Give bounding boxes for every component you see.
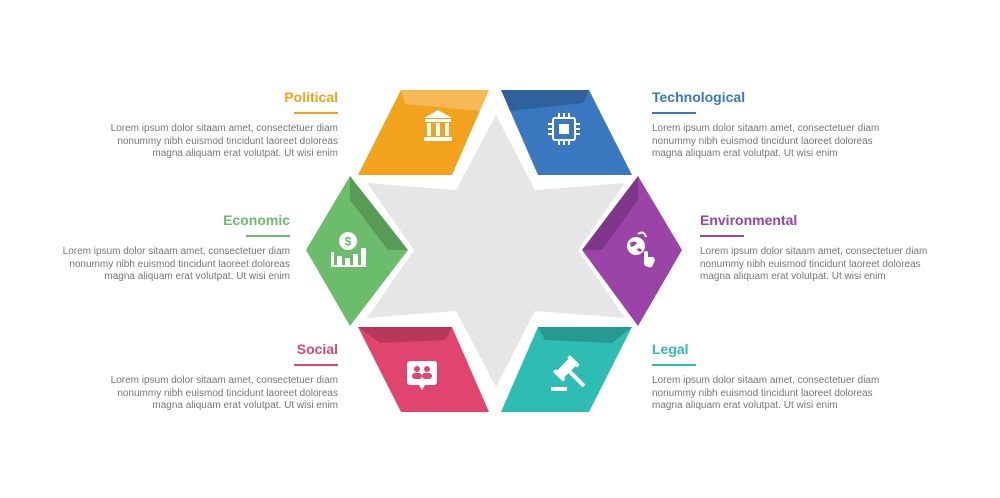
social-underline bbox=[294, 364, 338, 366]
economic-title: Economic bbox=[223, 212, 290, 228]
social-block: Social Lorem ipsum dolor sitaam amet, co… bbox=[108, 340, 338, 413]
political-block: Political Lorem ipsum dolor sitaam amet,… bbox=[108, 88, 338, 161]
economic-block: Economic Lorem ipsum dolor sitaam amet, … bbox=[60, 211, 290, 284]
technological-title: Technological bbox=[652, 89, 746, 105]
environmental-underline bbox=[700, 235, 744, 237]
political-underline bbox=[294, 112, 338, 114]
segment-economic[interactable] bbox=[306, 176, 408, 326]
svg-text:$: $ bbox=[345, 235, 352, 249]
microchip-icon bbox=[548, 113, 580, 145]
legal-description: Lorem ipsum dolor sitaam amet, consectet… bbox=[652, 375, 880, 411]
political-title: Political bbox=[284, 89, 338, 105]
economic-description: Lorem ipsum dolor sitaam amet, consectet… bbox=[62, 246, 290, 282]
social-title: Social bbox=[296, 341, 338, 357]
bank-building-icon bbox=[424, 110, 452, 141]
environmental-title: Environmental bbox=[700, 212, 798, 228]
segment-political[interactable] bbox=[358, 90, 489, 175]
chat-people-icon bbox=[407, 361, 437, 390]
legal-title: Legal bbox=[652, 341, 689, 357]
gavel-icon bbox=[551, 355, 586, 391]
environmental-block: Environmental Lorem ipsum dolor sitaam a… bbox=[700, 211, 930, 284]
social-description: Lorem ipsum dolor sitaam amet, consectet… bbox=[110, 375, 338, 411]
legal-block: Legal Lorem ipsum dolor sitaam amet, con… bbox=[652, 340, 882, 413]
economic-underline bbox=[246, 235, 290, 237]
globe-hand-icon bbox=[627, 231, 655, 268]
political-description: Lorem ipsum dolor sitaam amet, consectet… bbox=[110, 123, 338, 159]
technological-underline bbox=[652, 112, 696, 114]
dollar-growth-chart-icon: $ bbox=[331, 232, 366, 267]
environmental-description: Lorem ipsum dolor sitaam amet, consectet… bbox=[700, 246, 928, 282]
technological-block: Technological Lorem ipsum dolor sitaam a… bbox=[652, 88, 882, 161]
technological-description: Lorem ipsum dolor sitaam amet, consectet… bbox=[652, 123, 880, 159]
center-star-shape bbox=[367, 115, 625, 387]
legal-underline bbox=[652, 364, 696, 366]
